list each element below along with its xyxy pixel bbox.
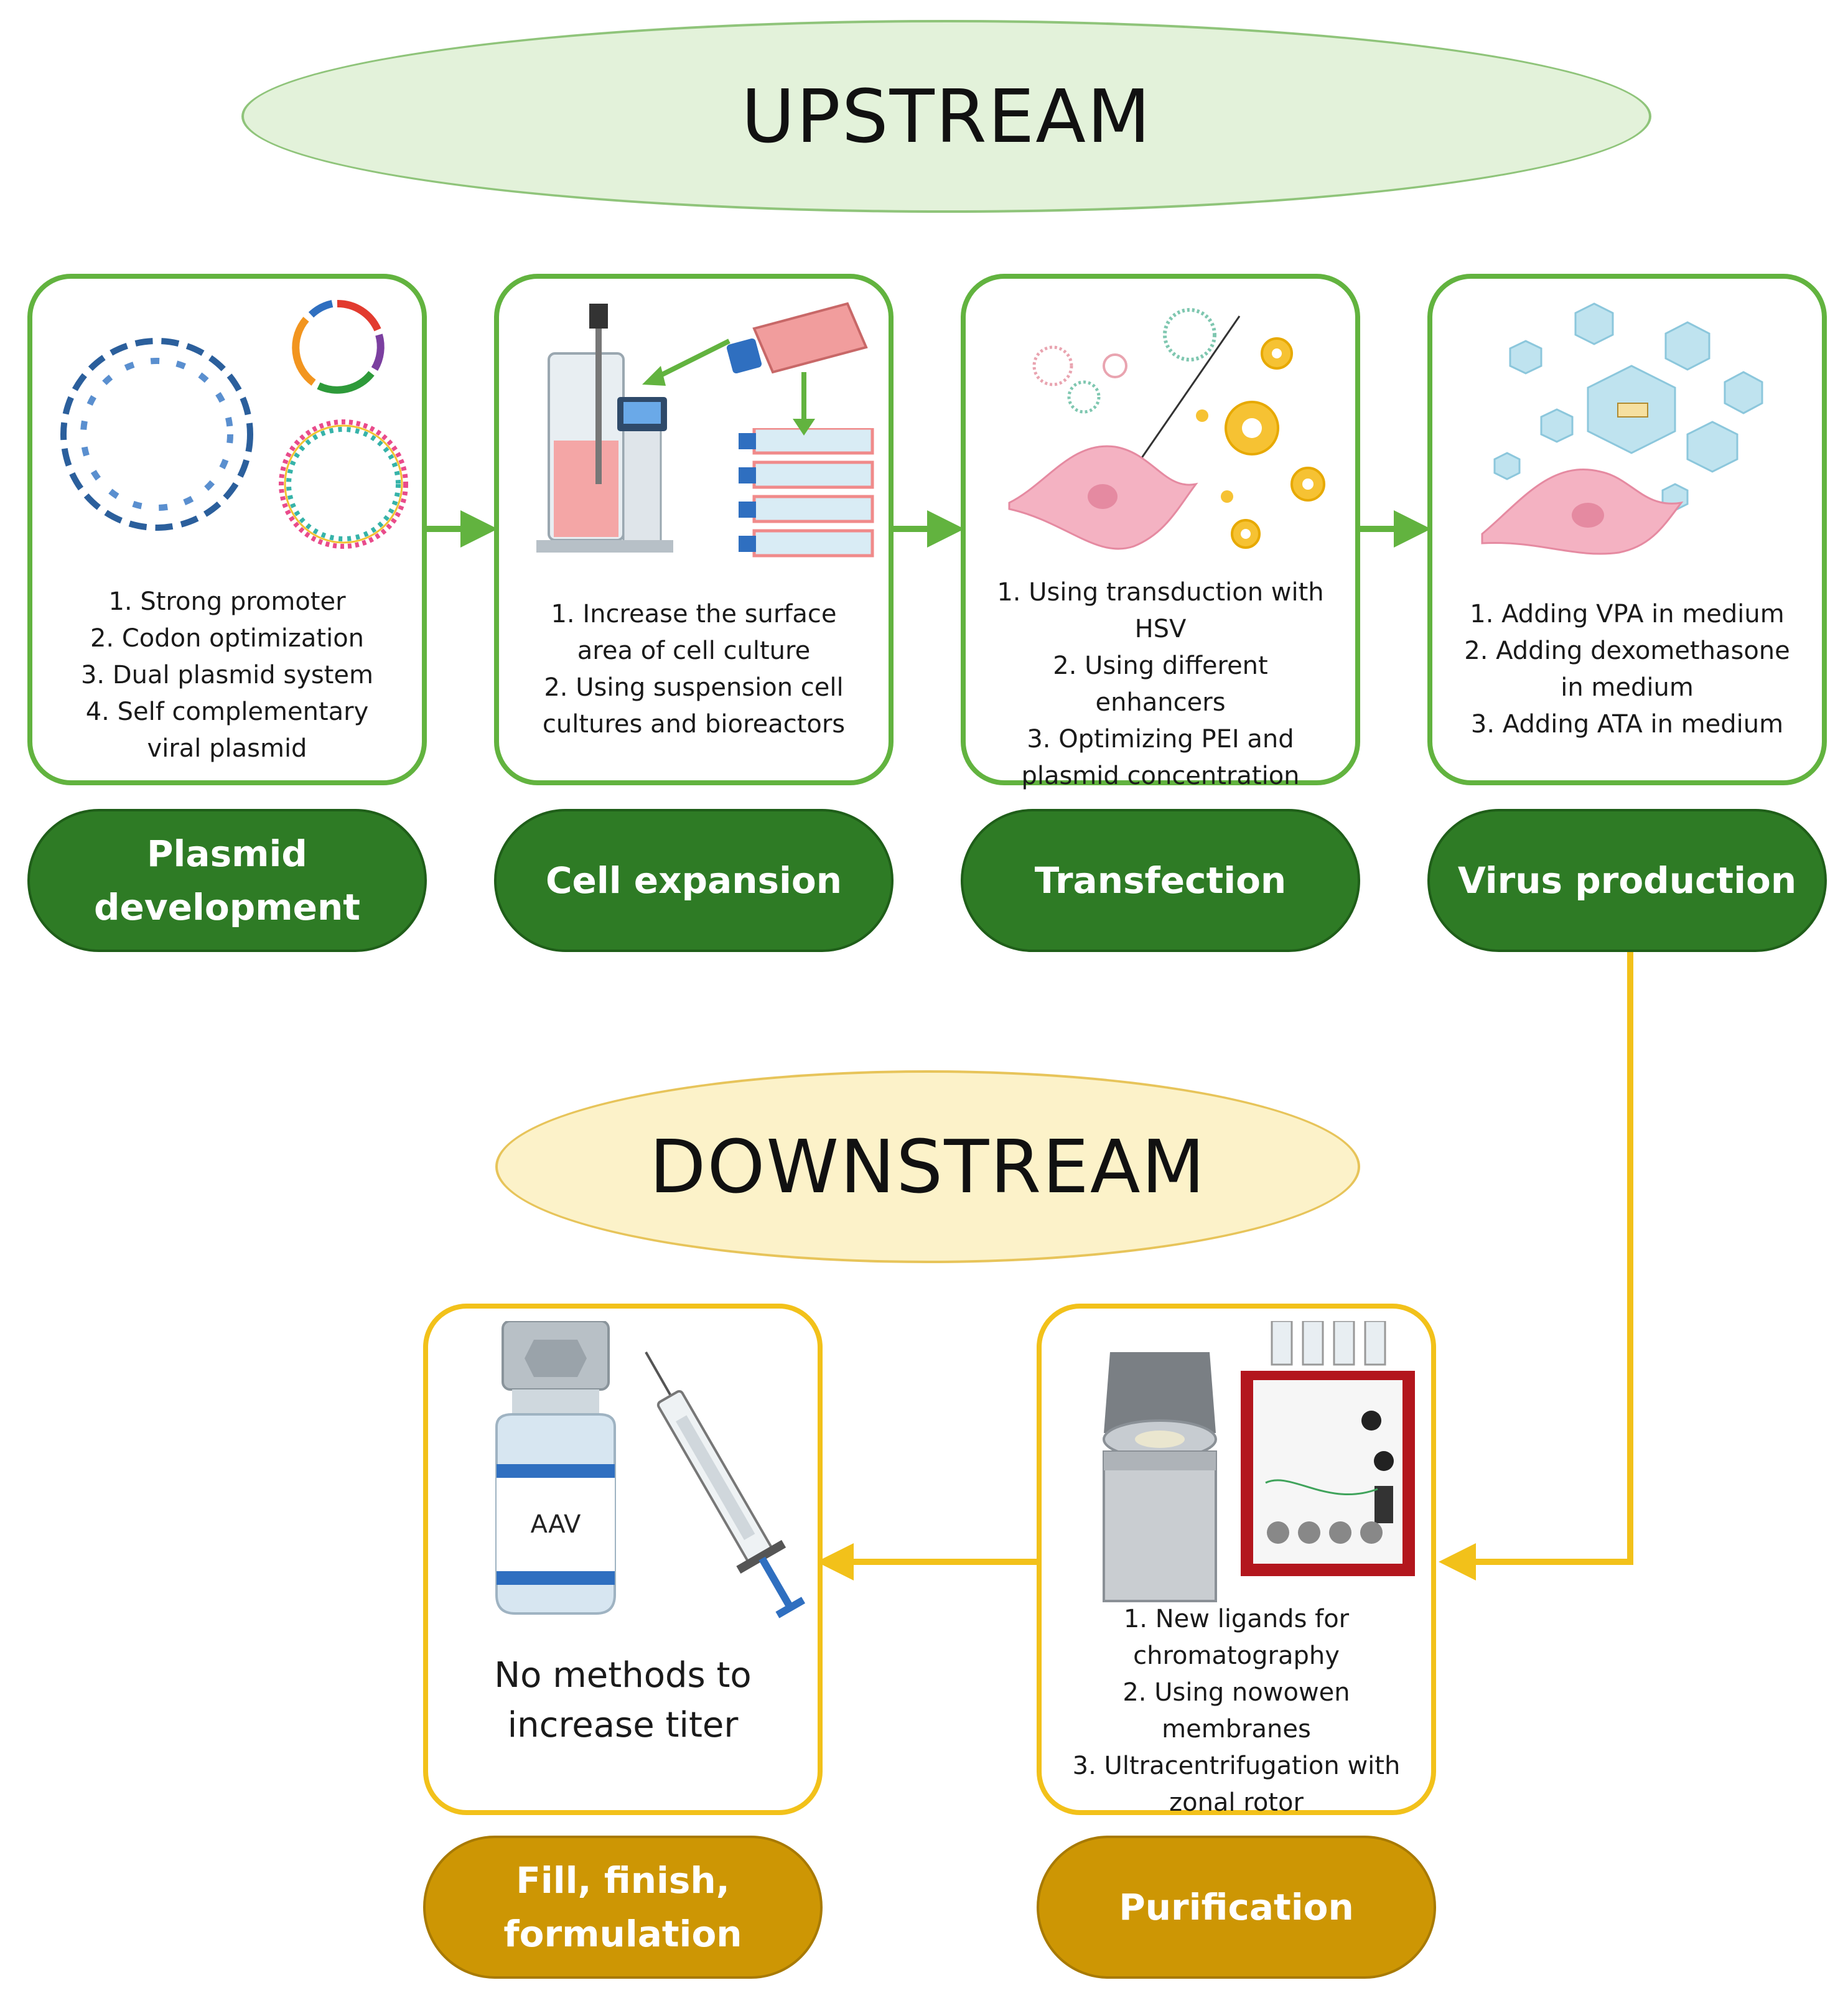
- purification-item-1: 1. New ligands for chromatography: [1123, 1605, 1350, 1670]
- cell-item-1: 1. Increase the surface area of cell cul…: [551, 600, 837, 665]
- fill-finish-card: AAV No methods to increase titer: [423, 1304, 823, 1815]
- plasmid-item-2: 2. Codon optimization: [90, 624, 365, 653]
- step-label-cell-expansion: Cell expansion: [494, 809, 894, 952]
- plasmid-item-1: 1. Strong promoter: [108, 587, 346, 616]
- transfection-item-3: 3. Optimizing PEI and plasmid concentrat…: [1021, 725, 1300, 790]
- purification-item-3: 3. Ultracentrifugation with zonal rotor: [1072, 1752, 1401, 1817]
- cell-item-2: 2. Using suspension cell cultures and bi…: [542, 673, 846, 739]
- plasmid-development-card: 1. Strong promoter 2. Codon optimization…: [27, 274, 427, 785]
- virus-item-3: 3. Adding ATA in medium: [1470, 710, 1784, 739]
- purification-item-2: 2. Using nowowen membranes: [1122, 1678, 1350, 1744]
- bioreactor-icon: [536, 304, 673, 553]
- flask-arrows: [642, 339, 815, 436]
- cell-flask-icon: [726, 302, 868, 374]
- step-label-fill-finish-formulation: Fill, finish, formulation: [423, 1836, 823, 1979]
- vial-label: AAV: [531, 1510, 581, 1539]
- step-label-virus-production: Virus production: [1427, 809, 1827, 952]
- transfection-item-2: 2. Using different enhancers: [1053, 651, 1268, 717]
- plasmid-item-3: 3. Dual plasmid system: [80, 661, 374, 689]
- virus-item-2: 2. Adding dexomethasone in medium: [1464, 637, 1790, 702]
- plasmid-circle-icon: [279, 419, 408, 549]
- plasmid-map-icon: [292, 299, 385, 394]
- purification-card: 1. New ligands for chromatography 2. Usi…: [1037, 1304, 1436, 1817]
- aav-vial-icon: AAV: [495, 1321, 616, 1615]
- chromatography-system-icon: [1241, 1321, 1415, 1576]
- syringe-icon: [645, 1352, 806, 1618]
- plasmid-item-4: 4. Self complementary viral plasmid: [85, 698, 369, 763]
- fill-note: No methods to increase titer: [494, 1655, 752, 1745]
- step-label-plasmid-development: Plasmid development: [27, 809, 427, 952]
- virus-item-1: 1. Adding VPA in medium: [1470, 600, 1785, 628]
- downstream-title: DOWNSTREAM: [495, 1070, 1360, 1263]
- step-label-purification: Purification: [1037, 1836, 1436, 1979]
- transfection-card: 1. Using transduction with HSV 2. Using …: [961, 274, 1360, 790]
- transfection-cell-icon: [1008, 308, 1325, 550]
- upstream-title: UPSTREAM: [241, 20, 1651, 213]
- plasmid-dna-icon: [60, 338, 253, 531]
- arrow-virus-to-purification: [1439, 952, 1633, 1580]
- virus-production-cell-icon: [1481, 302, 1763, 555]
- centrifuge-icon: [1103, 1352, 1217, 1602]
- culture-stack-icon: [739, 428, 874, 558]
- virus-production-card: 1. Adding VPA in medium 2. Adding dexome…: [1427, 274, 1827, 785]
- cell-expansion-card: 1. Increase the surface area of cell cul…: [494, 274, 894, 785]
- step-label-transfection: Transfection: [961, 809, 1360, 952]
- transfection-item-1: 1. Using transduction with HSV: [997, 578, 1324, 643]
